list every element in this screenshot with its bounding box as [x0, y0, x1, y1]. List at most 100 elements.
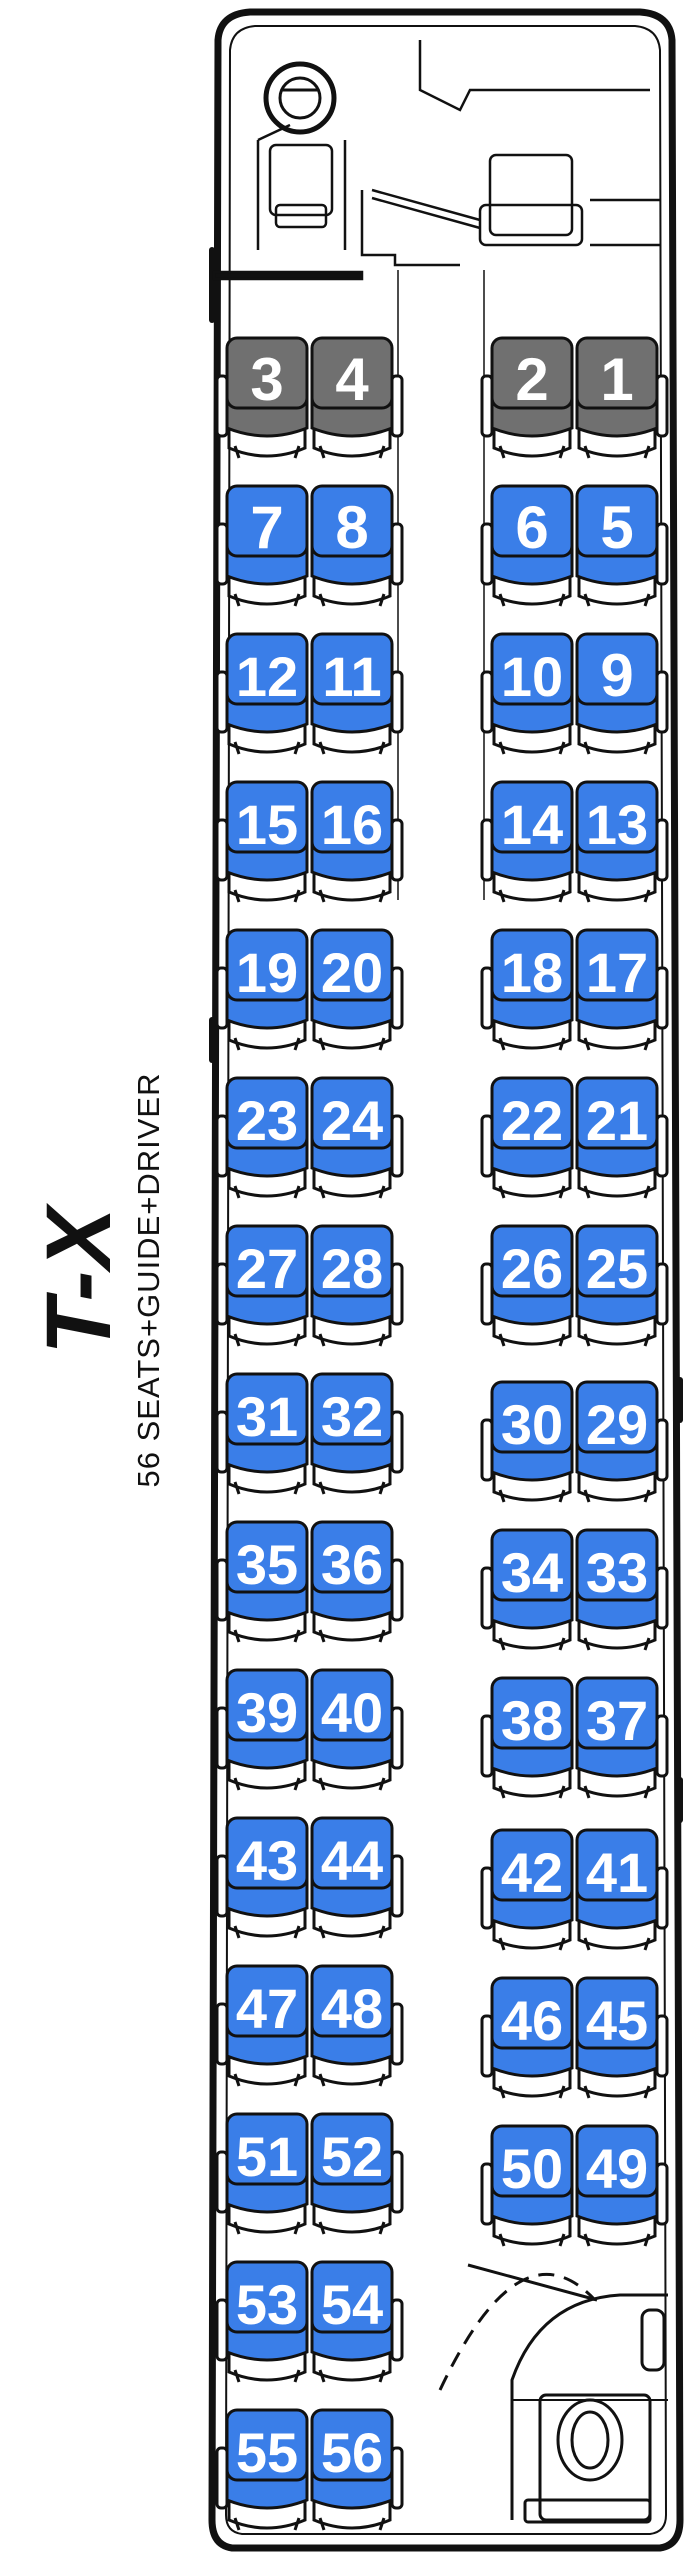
seat-legs [583, 1785, 651, 1799]
seat-34[interactable]: 34 [480, 1528, 574, 1651]
seat-number: 7 [250, 494, 283, 561]
seat-14[interactable]: 14 [480, 780, 574, 903]
seat-back [225, 2112, 309, 2186]
seat-17[interactable]: 17 [575, 928, 669, 1051]
front-divider [212, 270, 364, 281]
seat-legs [318, 445, 386, 459]
seat-24[interactable]: 24 [310, 1076, 404, 1199]
seat-20[interactable]: 20 [310, 928, 404, 1051]
seat-number: 18 [501, 941, 563, 1004]
seat-19[interactable]: 19 [215, 928, 309, 1051]
armrest [480, 670, 494, 734]
seat-10[interactable]: 10 [480, 632, 574, 755]
seat-44[interactable]: 44 [310, 1816, 404, 1939]
seat-back [225, 780, 309, 854]
seat-41[interactable]: 41 [575, 1828, 669, 1951]
seat-40[interactable]: 40 [310, 1668, 404, 1791]
seat-number: 26 [501, 1237, 563, 1300]
armrest [215, 2150, 229, 2214]
seat-legs [318, 1185, 386, 1199]
seat-55[interactable]: 55 [215, 2408, 309, 2531]
seat-32[interactable]: 32 [310, 1372, 404, 1495]
armrest [655, 522, 669, 586]
seat-back [490, 1528, 574, 1602]
seat-3[interactable]: 3 [215, 336, 309, 459]
armrest [390, 374, 404, 438]
seat-back [310, 1224, 394, 1298]
seat-number: 3 [250, 346, 283, 413]
seat-27[interactable]: 27 [215, 1224, 309, 1347]
steering-wheel-icon [263, 61, 337, 135]
seat-4[interactable]: 4 [310, 336, 404, 459]
seat-2[interactable]: 2 [480, 336, 574, 459]
seat-56[interactable]: 56 [310, 2408, 404, 2531]
seat-43[interactable]: 43 [215, 1816, 309, 1939]
driver-area [212, 40, 660, 900]
armrest [215, 2002, 229, 2066]
seat-back [310, 484, 394, 558]
armrest [390, 1706, 404, 1770]
seat-9[interactable]: 9 [575, 632, 669, 755]
seat-21[interactable]: 21 [575, 1076, 669, 1199]
seat-47[interactable]: 47 [215, 1964, 309, 2087]
seat-legs [498, 1333, 566, 1347]
seat-number: 36 [321, 1533, 383, 1596]
seat-1[interactable]: 1 [575, 336, 669, 459]
armrest [215, 2446, 229, 2510]
seat-5[interactable]: 5 [575, 484, 669, 607]
armrest [655, 374, 669, 438]
seat-legs [318, 2221, 386, 2235]
seat-number: 10 [501, 645, 563, 708]
seat-13[interactable]: 13 [575, 780, 669, 903]
seat-number: 19 [236, 941, 298, 1004]
seat-28[interactable]: 28 [310, 1224, 404, 1347]
seat-18[interactable]: 18 [480, 928, 574, 1051]
seat-6[interactable]: 6 [480, 484, 574, 607]
seat-23[interactable]: 23 [215, 1076, 309, 1199]
seat-42[interactable]: 42 [480, 1828, 574, 1951]
seat-48[interactable]: 48 [310, 1964, 404, 2087]
seat-35[interactable]: 35 [215, 1520, 309, 1643]
seat-22[interactable]: 22 [480, 1076, 574, 1199]
seat-46[interactable]: 46 [480, 1976, 574, 2099]
armrest [215, 1854, 229, 1918]
seat-16[interactable]: 16 [310, 780, 404, 903]
seat-back [575, 484, 659, 558]
seat-legs [318, 1629, 386, 1643]
armrest [215, 1114, 229, 1178]
seat-legs [318, 2517, 386, 2531]
seat-back [575, 632, 659, 706]
seat-number: 48 [321, 1977, 383, 2040]
seat-50[interactable]: 50 [480, 2124, 574, 2247]
seat-8[interactable]: 8 [310, 484, 404, 607]
seat-legs [498, 741, 566, 755]
armrest [215, 522, 229, 586]
seat-15[interactable]: 15 [215, 780, 309, 903]
seat-29[interactable]: 29 [575, 1380, 669, 1503]
seat-52[interactable]: 52 [310, 2112, 404, 2235]
seat-11[interactable]: 11 [310, 632, 404, 755]
seat-54[interactable]: 54 [310, 2260, 404, 2383]
seat-25[interactable]: 25 [575, 1224, 669, 1347]
seat-53[interactable]: 53 [215, 2260, 309, 2383]
seat-33[interactable]: 33 [575, 1528, 669, 1651]
armrest [390, 2298, 404, 2362]
seat-37[interactable]: 37 [575, 1676, 669, 1799]
seat-36[interactable]: 36 [310, 1520, 404, 1643]
seat-legs [583, 593, 651, 607]
seat-12[interactable]: 12 [215, 632, 309, 755]
seat-39[interactable]: 39 [215, 1668, 309, 1791]
seat-51[interactable]: 51 [215, 2112, 309, 2235]
seat-49[interactable]: 49 [575, 2124, 669, 2247]
seat-legs [498, 1185, 566, 1199]
seat-26[interactable]: 26 [480, 1224, 574, 1347]
armrest [480, 2014, 494, 2078]
seat-31[interactable]: 31 [215, 1372, 309, 1495]
seat-30[interactable]: 30 [480, 1380, 574, 1503]
seat-number: 28 [321, 1237, 383, 1300]
seat-number: 4 [335, 346, 369, 413]
seat-38[interactable]: 38 [480, 1676, 574, 1799]
seat-7[interactable]: 7 [215, 484, 309, 607]
seat-45[interactable]: 45 [575, 1976, 669, 2099]
seat-back [225, 1076, 309, 1150]
